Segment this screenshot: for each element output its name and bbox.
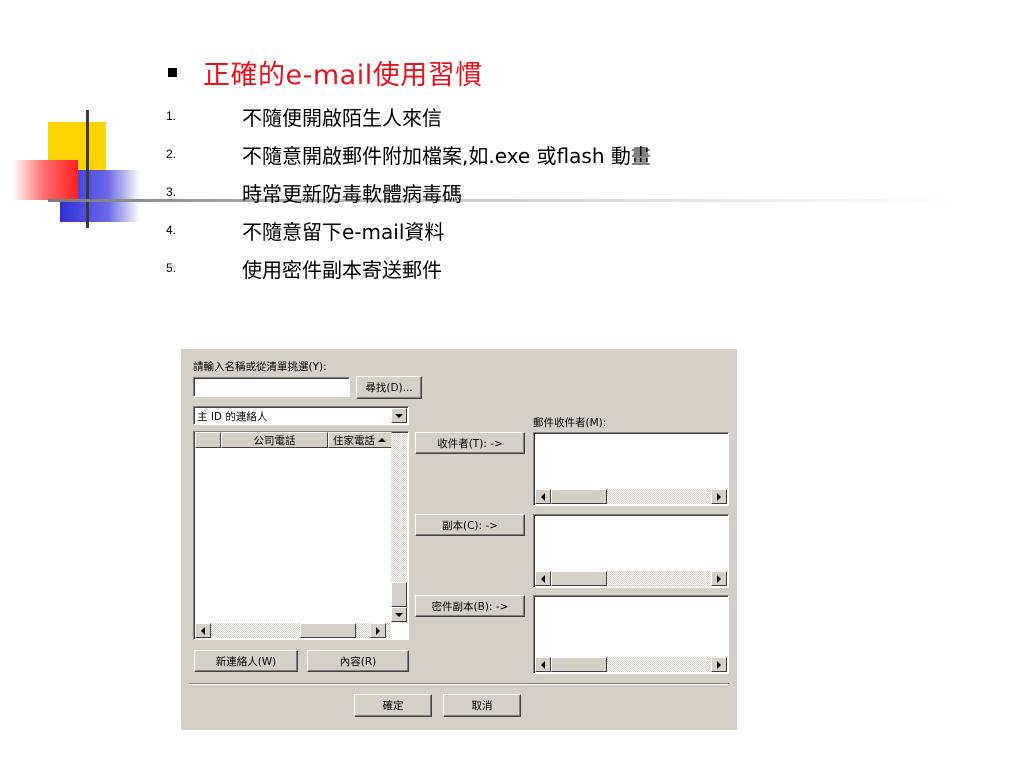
contacts-vertical-scrollbar[interactable]	[391, 433, 407, 623]
decorative-corner-graphic	[12, 110, 968, 228]
scroll-right-button[interactable]	[370, 623, 386, 638]
ok-button[interactable]: 確定	[354, 694, 432, 717]
list-item-number: 3.	[166, 185, 177, 199]
dropdown-arrow-button[interactable]	[391, 408, 407, 423]
list-item-number: 4.	[166, 223, 177, 237]
new-contact-button[interactable]: 新連絡人(W)	[194, 650, 298, 672]
column-header-name[interactable]	[195, 432, 221, 448]
chevron-left-icon	[541, 574, 545, 583]
properties-button[interactable]: 內容(R)	[307, 650, 409, 672]
chevron-right-icon	[376, 626, 380, 635]
cancel-button[interactable]: 取消	[443, 694, 521, 717]
chevron-down-icon	[395, 413, 403, 418]
vertical-scroll-thumb[interactable]	[391, 582, 407, 607]
list-item: 3. 時常更新防毒軟體病毒碼	[166, 173, 651, 211]
to-scroll-thumb[interactable]	[551, 489, 607, 504]
deco-red-square	[12, 160, 78, 200]
name-prompt-label: 請輸入名稱或從清單挑選(Y):	[193, 361, 327, 373]
cc-scroll-left-button[interactable]	[535, 571, 551, 586]
name-search-input[interactable]	[193, 377, 350, 397]
tips-list: 1. 不隨便開啟陌生人來信 2. 不隨意開啟郵件附加檔案,如.exe 或flas…	[166, 97, 651, 287]
column-header-home-phone-label: 住家電話	[333, 434, 375, 447]
bcc-scroll-left-button[interactable]	[535, 657, 551, 672]
bcc-scroll-thumb[interactable]	[551, 657, 607, 672]
chevron-left-icon	[541, 492, 545, 501]
select-names-dialog: 請輸入名稱或從清單挑選(Y): 尋找(D)... 主 ID 的連絡人 公司電話 …	[181, 349, 737, 730]
bullet-square-icon	[168, 67, 177, 77]
chevron-right-icon	[717, 660, 721, 669]
list-item-text: 不隨意留下e-mail資料	[242, 219, 445, 244]
list-item-text: 不隨便開啟陌生人來信	[242, 105, 442, 130]
to-scroll-left-button[interactable]	[535, 489, 551, 504]
list-item: 2. 不隨意開啟郵件附加檔案,如.exe 或flash 動畫	[166, 135, 651, 173]
address-book-selected: 主 ID 的連絡人	[197, 411, 268, 423]
chevron-down-icon	[395, 612, 403, 617]
cc-scroll-thumb[interactable]	[551, 571, 607, 586]
list-item-number: 2.	[166, 147, 177, 161]
dialog-divider	[189, 683, 729, 685]
scroll-down-button[interactable]	[391, 607, 407, 622]
list-item-number: 5.	[166, 261, 177, 275]
cc-scroll-right-button[interactable]	[711, 571, 727, 586]
column-header-business-phone[interactable]: 公司電話	[221, 432, 328, 448]
bcc-scroll-right-button[interactable]	[711, 657, 727, 672]
cc-button[interactable]: 副本(C): ->	[415, 514, 525, 536]
list-item: 5. 使用密件副本寄送郵件	[166, 249, 651, 287]
cc-recipients-list[interactable]	[533, 514, 729, 588]
contacts-horizontal-scrollbar[interactable]	[195, 623, 391, 638]
to-recipients-list[interactable]	[533, 432, 729, 506]
scroll-left-button[interactable]	[195, 623, 211, 638]
chevron-left-icon	[201, 626, 205, 635]
list-item-number: 1.	[166, 109, 177, 123]
to-scroll-right-button[interactable]	[711, 489, 727, 504]
recipients-label: 郵件收件者(M):	[533, 417, 607, 429]
address-book-dropdown[interactable]: 主 ID 的連絡人	[193, 406, 409, 425]
deco-vertical-line	[86, 110, 89, 228]
chevron-left-icon	[541, 660, 545, 669]
horizontal-scroll-thumb[interactable]	[300, 623, 356, 638]
sort-arrow-icon	[378, 438, 386, 442]
find-button[interactable]: 尋找(D)...	[356, 376, 422, 399]
slide-title: 正確的e-mail使用習慣	[203, 59, 483, 91]
slide-title-row: 正確的e-mail使用習慣	[168, 52, 483, 92]
list-item: 1. 不隨便開啟陌生人來信	[166, 97, 651, 135]
contacts-list[interactable]: 公司電話 住家電話	[193, 431, 409, 640]
bcc-recipients-list[interactable]	[533, 595, 729, 674]
bcc-button[interactable]: 密件副本(B): ->	[415, 595, 525, 617]
list-item-text: 時常更新防毒軟體病毒碼	[242, 181, 462, 206]
chevron-right-icon	[717, 492, 721, 501]
to-button[interactable]: 收件者(T): ->	[415, 432, 525, 454]
chevron-right-icon	[717, 574, 721, 583]
list-item: 4. 不隨意留下e-mail資料	[166, 211, 651, 249]
list-item-text: 不隨意開啟郵件附加檔案,如.exe 或flash 動畫	[242, 143, 651, 168]
deco-horizontal-line	[48, 199, 968, 202]
column-header-home-phone[interactable]: 住家電話	[328, 432, 392, 448]
list-item-text: 使用密件副本寄送郵件	[242, 257, 442, 282]
